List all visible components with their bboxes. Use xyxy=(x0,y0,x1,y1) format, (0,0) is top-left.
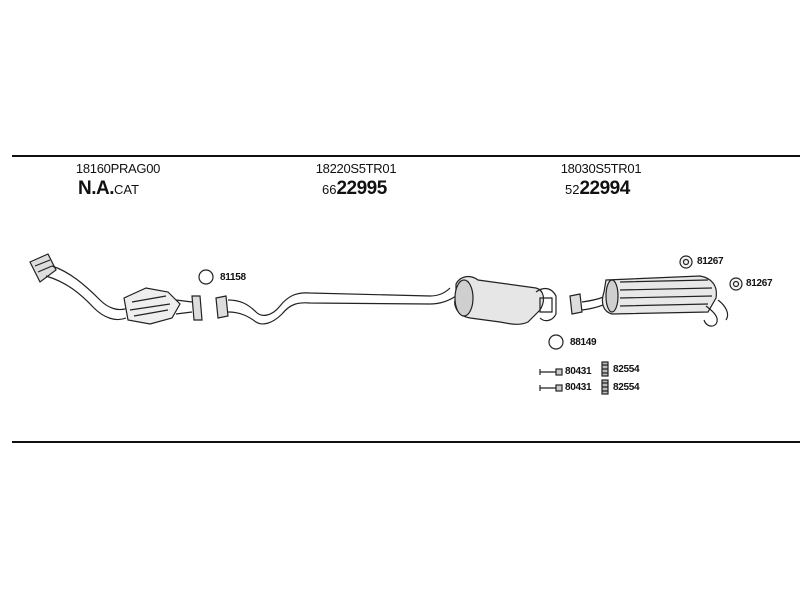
ring-gasket-icon xyxy=(548,334,564,350)
bolt-part-number: 80431 xyxy=(565,382,592,393)
ring-part-number: 81158 xyxy=(220,272,246,283)
clamp-icon xyxy=(601,361,609,377)
hanger-rubber-icon xyxy=(679,255,693,269)
bolt-icon xyxy=(539,368,563,376)
hanger-rubber-icon xyxy=(729,277,743,291)
bottom-divider-line xyxy=(12,441,800,443)
bolt-part-number: 80431 xyxy=(565,366,592,377)
clamp-part-number: 82554 xyxy=(613,382,640,393)
part-prefix: N.A. xyxy=(78,178,115,199)
section-code: 18220S5TR01 xyxy=(315,161,397,176)
ring-part-number: 88149 xyxy=(570,337,597,348)
section-code: 18030S5TR01 xyxy=(560,161,642,176)
clamp-part-number: 82554 xyxy=(613,364,640,375)
part-prefix: 66 xyxy=(322,182,337,197)
bolt-icon xyxy=(539,384,563,392)
part-main: 22994 xyxy=(579,178,630,199)
top-divider-line xyxy=(12,155,800,157)
part-prefix: 52 xyxy=(565,182,580,197)
section-rear-silencer-header: 18030S5TR01 5222994 xyxy=(541,161,661,200)
section-part-number: N.A.CAT xyxy=(58,178,178,200)
section-front-pipe-header: 18160PRAG00 N.A.CAT xyxy=(58,161,178,200)
section-part-number: 5222994 xyxy=(541,178,661,200)
rear-silencer xyxy=(569,275,729,327)
section-middle-pipe-header: 18220S5TR01 6622995 xyxy=(296,161,416,200)
hanger-part-number: 81267 xyxy=(746,278,773,289)
part-main: CAT xyxy=(114,182,140,197)
middle-pipe-silencer xyxy=(215,275,557,325)
front-pipe-catalyst xyxy=(29,253,203,325)
section-code: 18160PRAG00 xyxy=(75,161,161,176)
section-part-number: 6622995 xyxy=(296,178,416,200)
hanger-part-number: 81267 xyxy=(697,256,724,267)
part-main: 22995 xyxy=(336,178,387,199)
ring-gasket-icon xyxy=(198,269,214,285)
clamp-icon xyxy=(601,379,609,395)
